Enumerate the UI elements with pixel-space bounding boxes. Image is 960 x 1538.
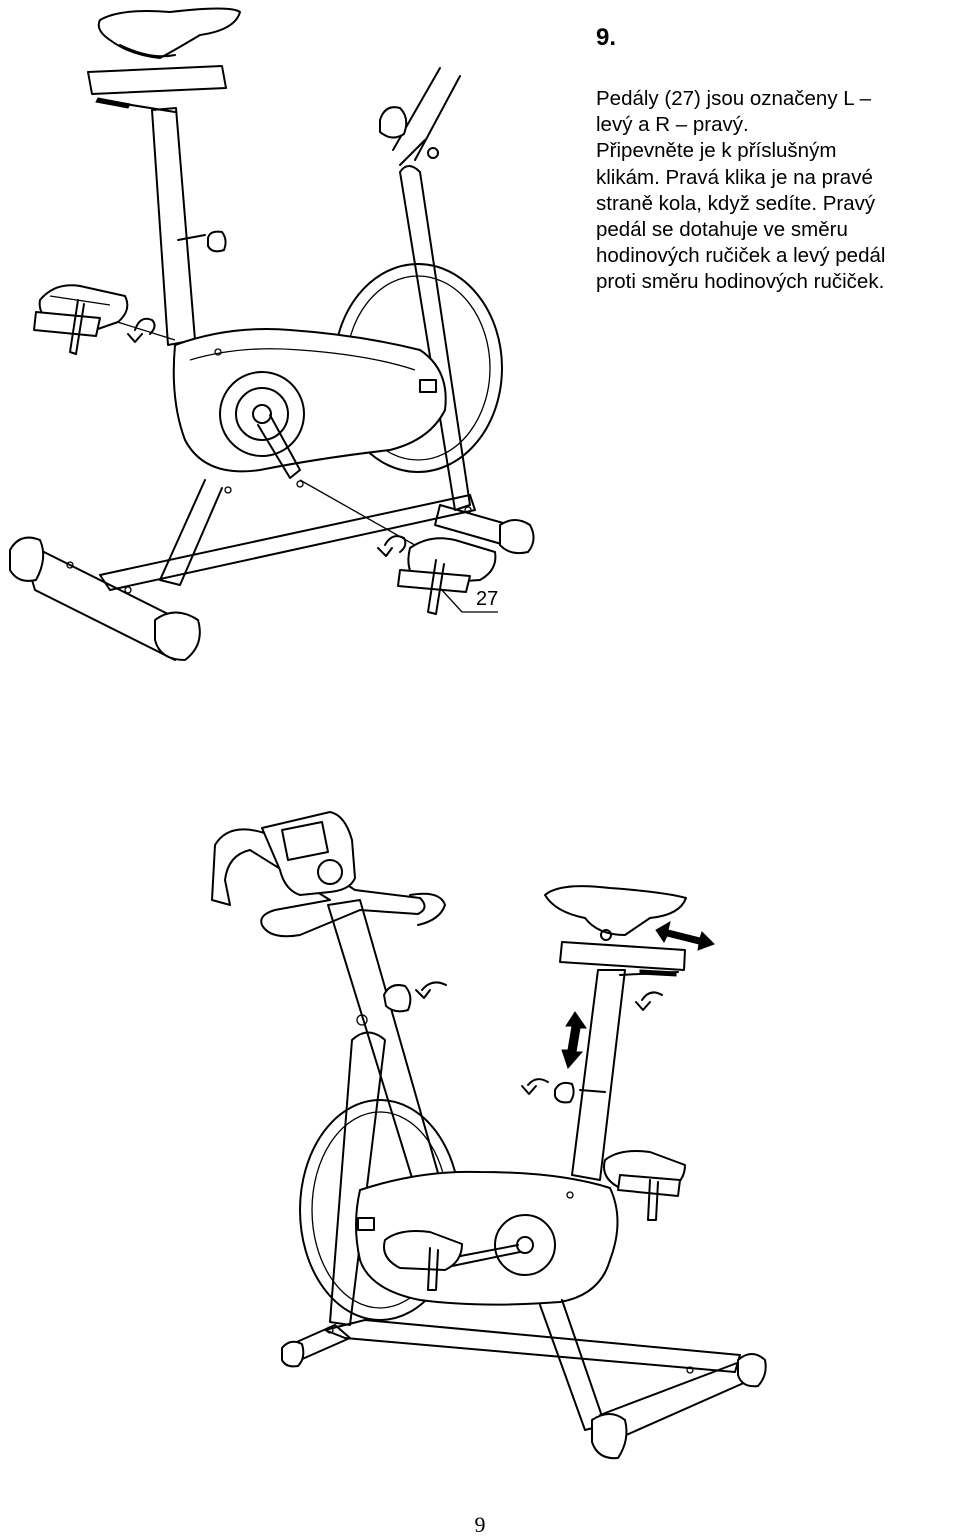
- rotate-arrow-icon: [521, 991, 663, 1095]
- adjustment-knob-icon: [379, 106, 439, 159]
- seat-post: [554, 969, 626, 1181]
- chain-guard-housing: [172, 328, 447, 488]
- left-pedal: [383, 1230, 463, 1291]
- console-display: [261, 811, 356, 896]
- instruction-line: klikám. Pravá klika je na pravé: [596, 165, 873, 189]
- horizontal-adjust-arrow-icon: [655, 920, 715, 951]
- assembled-bike-illustration: [211, 811, 767, 1460]
- right-pedal: [397, 537, 497, 615]
- instruction-line: straně kola, když sedíte. Pravý: [596, 191, 876, 215]
- base-frame: [9, 479, 535, 661]
- rotate-arrow-icon: [415, 981, 447, 999]
- rotate-arrow-icon: [127, 317, 156, 343]
- instruction-line: Připevněte je k příslušným: [596, 139, 837, 163]
- rotate-arrow-icon: [377, 535, 407, 557]
- saddle: [544, 885, 687, 977]
- page-number: 9: [474, 1512, 486, 1537]
- chain-guard-housing: [355, 1170, 619, 1306]
- handlebar-column: [327, 899, 451, 1221]
- crank-arm: [257, 414, 301, 479]
- part-number-label: 27: [476, 588, 499, 610]
- instruction-line: pedál se dotahuje ve směru: [596, 218, 848, 242]
- instructions-text: Pedály (27) jsou označeny L – levý a R –…: [596, 86, 956, 296]
- base-frame: [281, 1299, 767, 1460]
- step-number: 9.: [596, 24, 617, 51]
- instruction-line: Pedály (27) jsou označeny L –: [596, 87, 872, 110]
- exercise-bike-pedal-illustration: [9, 7, 535, 661]
- right-pedal: [603, 1150, 686, 1221]
- left-pedal: [33, 284, 129, 355]
- instruction-line: levý a R – pravý.: [596, 113, 749, 137]
- instruction-line: hodinových ručiček a levý pedál: [596, 244, 886, 268]
- vertical-adjust-arrow-icon: [561, 1011, 587, 1069]
- part-callout-line: [439, 587, 498, 613]
- instruction-line: proti směru hodinových ručiček.: [596, 270, 885, 294]
- saddle: [87, 7, 241, 113]
